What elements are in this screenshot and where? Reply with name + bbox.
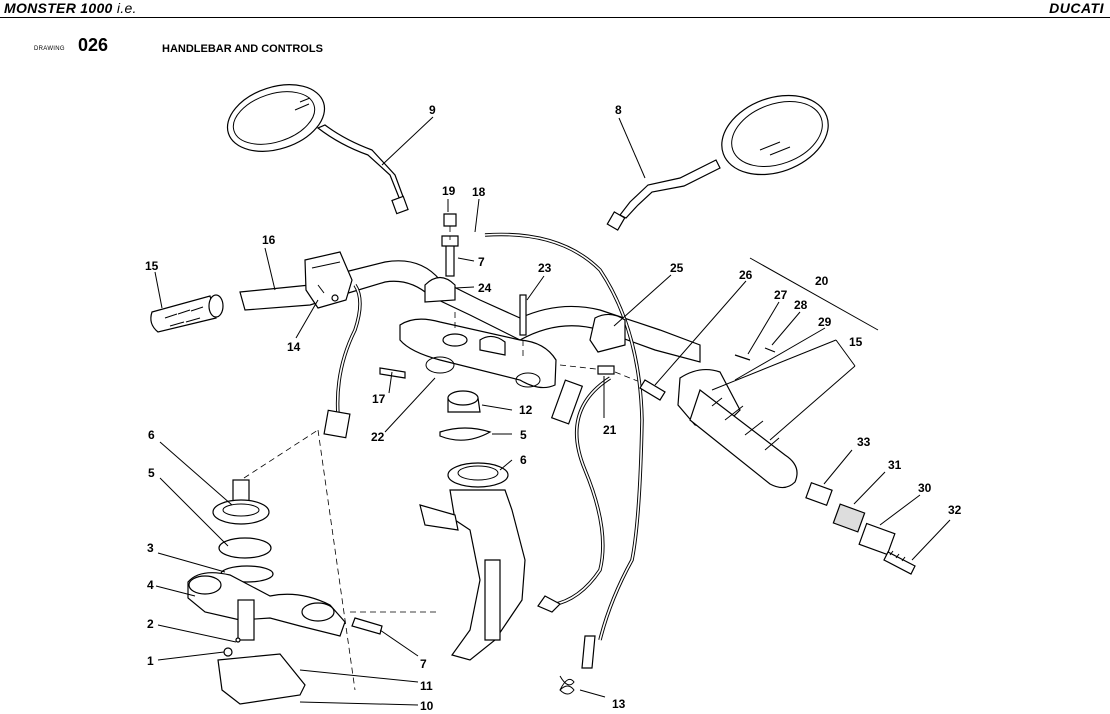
mirror-right xyxy=(606,94,829,231)
bar-end-weight xyxy=(805,481,916,575)
frame-head xyxy=(419,489,526,661)
callout-19: 19 xyxy=(442,184,456,198)
callout-20: 20 xyxy=(815,274,829,288)
callout-9: 9 xyxy=(429,103,436,117)
callout-15: 15 xyxy=(145,259,159,273)
callout-28: 28 xyxy=(794,298,808,312)
callout-32: 32 xyxy=(948,503,962,517)
callout-10: 10 xyxy=(420,699,434,713)
callout-29: 29 xyxy=(818,315,832,329)
callout-11: 11 xyxy=(420,679,433,693)
callout-5: 5 xyxy=(148,466,155,480)
callout-18: 18 xyxy=(472,185,486,199)
mirror-left xyxy=(226,84,409,215)
callout-1: 1 xyxy=(147,654,154,668)
model-name: MONSTER 1000 i.e. xyxy=(4,0,137,16)
callout-31: 31 xyxy=(888,458,902,472)
callout-6: 6 xyxy=(148,428,155,442)
page-header: MONSTER 1000 i.e. DUCATI xyxy=(0,0,1110,18)
callout-6b: 6 xyxy=(520,453,527,467)
brand-name: DUCATI xyxy=(1049,0,1104,16)
callout-leaders xyxy=(154,116,951,706)
callout-21: 30 xyxy=(918,481,932,495)
handlebar-clamp xyxy=(424,213,459,303)
drawing-title: HANDLEBAR AND CONTROLS xyxy=(162,43,323,55)
callout-15b: 15 xyxy=(849,335,863,349)
callout-14: 14 xyxy=(287,340,301,354)
callout-24: 24 xyxy=(478,281,492,295)
callout-23: 22 xyxy=(371,430,385,444)
callout-5b: 5 xyxy=(520,428,527,442)
callout-26: 26 xyxy=(739,268,753,282)
callout-7: 7 xyxy=(478,255,485,269)
drawing-number: 026 xyxy=(78,35,109,55)
callout-30: 23 xyxy=(538,261,552,275)
upper-triple-clamp xyxy=(379,294,557,389)
callout-13: 13 xyxy=(612,697,626,711)
callout-22: 21 xyxy=(603,423,617,437)
callout-12: 12 xyxy=(519,403,533,417)
callout-25: 25 xyxy=(670,261,684,275)
drawing-label: DRAWING xyxy=(34,46,65,52)
callout-2: 2 xyxy=(147,617,154,631)
callout-33: 33 xyxy=(857,435,871,449)
callout-4: 3 xyxy=(147,541,154,555)
callout-numbers: 9 8 19 18 16 15 7 23 24 14 25 26 27 20 2… xyxy=(145,103,962,713)
callout-17: 17 xyxy=(372,392,386,406)
callout-27: 27 xyxy=(774,288,788,302)
callout-8: 8 xyxy=(615,103,622,117)
callout-3: 4 xyxy=(147,578,154,592)
steering-stem-left xyxy=(187,479,383,705)
callout-7b: 7 xyxy=(420,657,427,671)
stem-nut xyxy=(439,390,509,488)
callout-16: 16 xyxy=(262,233,276,247)
